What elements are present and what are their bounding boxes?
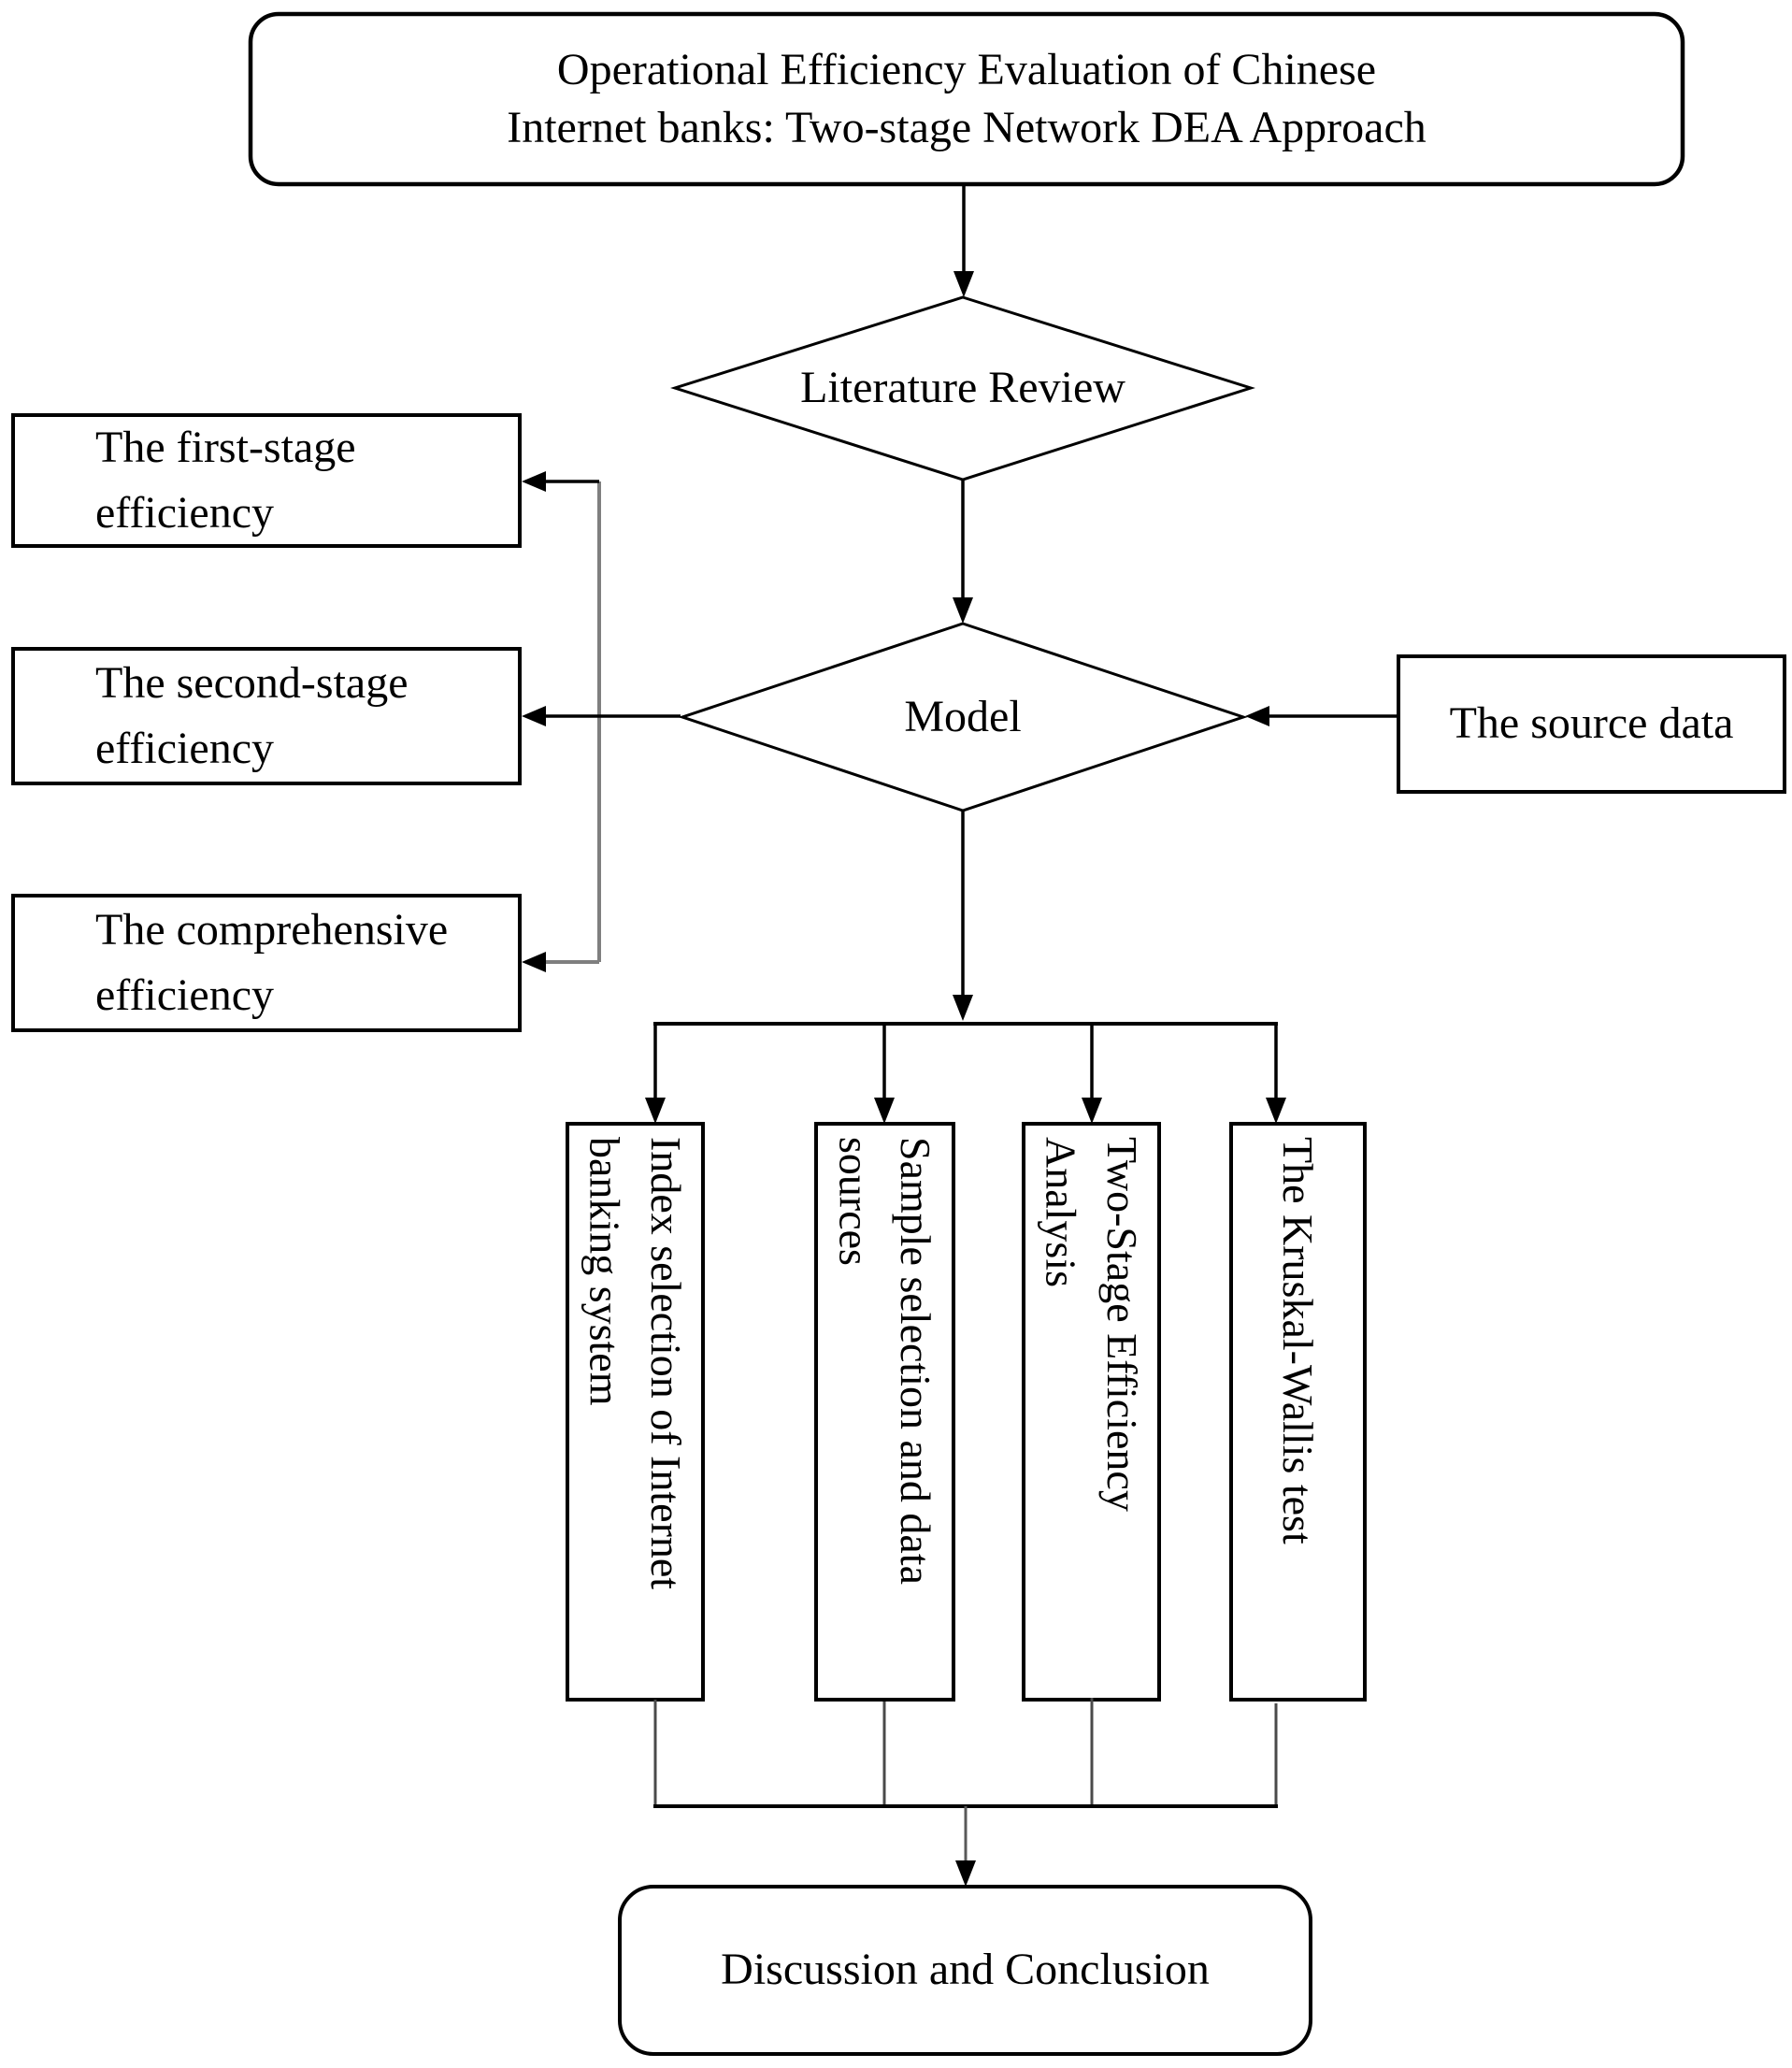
source-data-node: The source data [1449,698,1734,749]
arrowhead-left-icon [522,471,546,492]
two-stage-analysis-node: Two-Stage Efficiency Analysis [1024,1124,1159,1700]
index-selection-box-shape [566,1122,705,1702]
first-stage-efficiency-node: The first-stage efficiency [13,415,520,546]
kruskal-box-shape [1229,1122,1367,1702]
arrowhead-down-icon [955,1860,976,1887]
arrowhead-down-icon [1266,1098,1286,1124]
second-stage-box-shape [11,647,522,785]
title-node: Operational Efficiency Evaluation of Chi… [251,14,1683,184]
index-selection-node: Index selection of Internet banking syst… [567,1124,703,1700]
arrowhead-down-icon [874,1098,895,1124]
literature-review-node: Literature Review [800,363,1125,413]
arrowhead-down-icon [953,271,974,297]
discussion-node: Discussion and Conclusion [721,1945,1210,1995]
arrowhead-down-icon [953,597,973,624]
comprehensive-line-2: efficiency [95,970,274,1020]
second-stage-line-2: efficiency [95,724,274,773]
kruskal-line-1: The Kruskal-Wallis test [1274,1137,1323,1544]
second-stage-efficiency-node: The second-stage efficiency [13,649,520,783]
comprehensive-line-1: The comprehensive [95,905,449,955]
arrowhead-left-icon [522,952,546,972]
title-line-2: Internet banks: Two-stage Network DEA Ap… [507,103,1426,152]
two-stage-line-1: Two-Stage Efficiency [1097,1137,1146,1512]
model-node: Model [904,691,1022,741]
index-selection-line-2: banking system [581,1137,629,1406]
discussion-box-shape [618,1885,1312,2056]
second-stage-line-1: The second-stage [95,658,409,708]
first-stage-box-shape [11,413,522,548]
source-data-box-shape [1397,654,1786,794]
sample-selection-node: Sample selection and data sources [816,1124,953,1700]
arrowhead-down-icon [953,995,973,1021]
arrowhead-left-icon [522,706,546,726]
first-stage-line-2: efficiency [95,488,274,538]
index-selection-line-1: Index selection of Internet [641,1137,690,1590]
arrowhead-down-icon [645,1098,666,1124]
comprehensive-box-shape [11,894,522,1032]
two-stage-line-2: Analysis [1037,1137,1085,1287]
title-line-1: Operational Efficiency Evaluation of Chi… [556,45,1377,94]
arrowhead-down-icon [1082,1098,1102,1124]
sample-selection-line-1: Sample selection and data [891,1137,939,1586]
first-stage-line-1: The first-stage [95,423,356,472]
sample-selection-box-shape [814,1122,955,1702]
title-box-shape [248,11,1685,187]
kruskal-wallis-node: The Kruskal-Wallis test [1231,1124,1365,1700]
sample-selection-line-2: sources [830,1137,879,1266]
comprehensive-efficiency-node: The comprehensive efficiency [13,896,520,1030]
arrowhead-left-icon [1245,706,1269,726]
